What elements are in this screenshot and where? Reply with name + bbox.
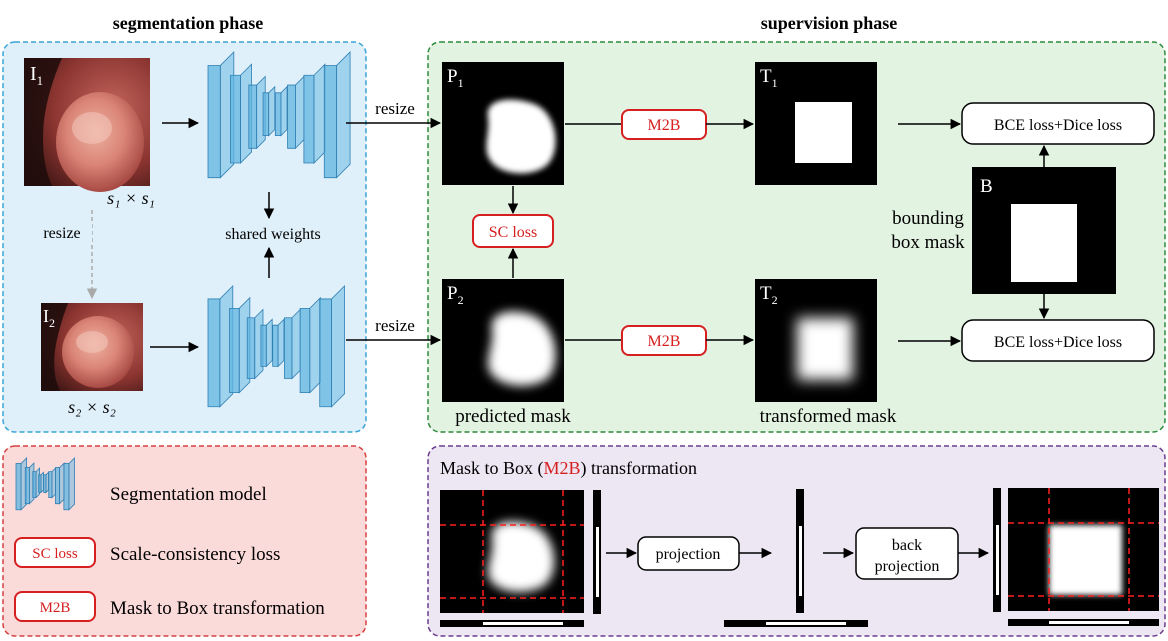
network-layer [55, 467, 61, 505]
input-2-label: I2 [43, 306, 55, 330]
network-layer [323, 65, 338, 179]
m2b-source-blob [488, 521, 555, 592]
legend-sc-tag-box [14, 537, 96, 568]
b-label: B [980, 176, 993, 197]
bounding-box-label-1: bounding [892, 208, 964, 229]
network-layer-side [331, 285, 345, 408]
p1-label: P1 [447, 66, 464, 90]
network-layer-side [291, 308, 301, 380]
resize-label-left: resize [43, 225, 80, 242]
m2b-source-guides [440, 490, 584, 613]
network-layer [248, 84, 258, 149]
sc-loss-box [472, 214, 554, 248]
back-projection-label-1: back [892, 537, 922, 554]
input-image-1 [24, 58, 150, 192]
network-layer [32, 471, 37, 499]
transformed-mask-label: transformed mask [760, 406, 897, 427]
network-layer-side [40, 471, 44, 494]
network-layer [274, 92, 282, 137]
sc-loss-label: SC loss [489, 224, 537, 241]
p1-mask-blob [486, 99, 556, 174]
legend-seg-model: Segmentation model [110, 484, 267, 505]
shared-weights-label: shared weights [225, 226, 321, 243]
network-layer-side [51, 467, 56, 499]
network-layer [319, 298, 332, 408]
m2b-result-guides [1008, 488, 1159, 611]
b-box [1011, 204, 1077, 282]
input-1-label: I1 [30, 63, 43, 88]
network-layer [262, 92, 270, 137]
network-layer-side [280, 85, 288, 137]
t1-box [795, 102, 852, 163]
network-layer-side [295, 75, 305, 150]
t2-label: T2 [760, 283, 778, 307]
network-layer [230, 74, 241, 164]
projection-label: projection [656, 546, 721, 563]
supervision-phase-title: supervision phase [761, 13, 898, 33]
resize-label-bottom: resize [375, 316, 415, 335]
network-layer-side [336, 51, 351, 179]
m2b-label-top: M2B [648, 117, 681, 134]
bce-dice-label-top: BCE loss+Dice loss [994, 117, 1122, 134]
m2b-panel-title: Mask to Box (M2B) transformation [440, 458, 697, 479]
network-layer [246, 317, 256, 379]
bce-dice-box-top [961, 102, 1155, 145]
input-2-size: s₂ × s₂ [68, 397, 116, 417]
network-layer-side [268, 85, 276, 137]
network-layer-side [313, 63, 326, 164]
back-projection-label-2: projection [875, 558, 940, 575]
t2-box [797, 318, 853, 380]
segmentation-network-top [207, 51, 351, 179]
network-layer [272, 324, 279, 367]
network-layer [284, 317, 293, 379]
network-layer [63, 463, 70, 511]
network-layer-side [265, 318, 273, 368]
input-image-2 [41, 303, 143, 391]
network-layer-side [45, 471, 49, 494]
network-layer [287, 84, 296, 149]
bce-dice-label-bottom: BCE loss+Dice loss [994, 334, 1122, 351]
m2b-result-box [1049, 525, 1122, 595]
segmentation-phase-title: segmentation phase [113, 13, 264, 33]
segmentation-network-bottom [207, 285, 345, 408]
m2b-label-bottom: M2B [648, 333, 681, 350]
legend-m2b-tag-box [14, 591, 96, 622]
network-layer-side [277, 318, 285, 368]
input-1-size: s₁ × s₁ [107, 188, 155, 208]
legend-m2b-tag: M2B [40, 600, 71, 616]
legend-sc-desc: Scale-consistency loss [110, 544, 280, 565]
legend-panel [2, 445, 367, 637]
network-layer-side [68, 457, 75, 511]
network-layer [24, 467, 30, 505]
network-layer [299, 307, 311, 394]
p2-label: P2 [447, 283, 464, 307]
network-layer [260, 324, 267, 367]
network-layer [48, 471, 53, 499]
legend-network-icon [15, 457, 75, 511]
network-layer [303, 74, 315, 164]
legend-m2b-desc: Mask to Box transformation [110, 598, 325, 619]
legend-sc-tag: SC loss [32, 546, 78, 562]
network-layer [15, 463, 22, 511]
bce-dice-box-bottom [961, 319, 1155, 362]
network-layer [207, 65, 221, 179]
network-layer-side [309, 296, 321, 394]
t1-label: T1 [760, 66, 778, 90]
predicted-mask-label: predicted mask [455, 406, 571, 427]
bounding-box-label-2: box mask [891, 232, 965, 253]
network-layer [229, 307, 240, 394]
resize-label-top: resize [375, 99, 415, 118]
p2-mask-blob [488, 311, 556, 386]
network-layer [207, 298, 221, 408]
